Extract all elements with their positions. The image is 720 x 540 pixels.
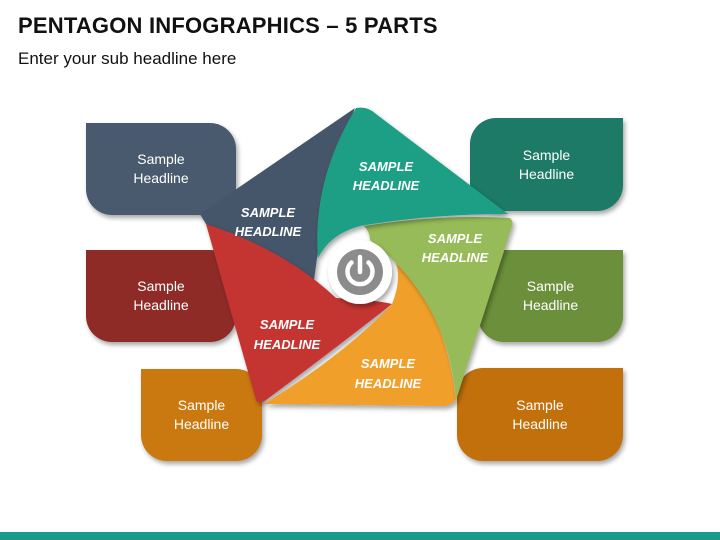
segment-label: HEADLINE (422, 250, 489, 265)
segment-label: SAMPLE (359, 159, 414, 174)
segment-label: HEADLINE (353, 178, 420, 193)
segment-label: SAMPLE (260, 317, 315, 332)
side-box-line1: Sample (137, 151, 185, 167)
bottom-accent-bar (0, 532, 720, 540)
page-title: PENTAGON INFOGRAPHICS – 5 PARTS (18, 13, 438, 38)
segment-label: HEADLINE (254, 337, 321, 352)
side-box-line1: Sample (516, 396, 564, 413)
pentagon-segment-teal (317, 107, 508, 258)
side-box-line2: Headline (173, 416, 230, 432)
side-box-line2: Headline (512, 415, 568, 432)
segment-label: HEADLINE (355, 376, 422, 391)
side-box-line1: Sample (177, 397, 226, 413)
pentagon-segment-red (206, 224, 392, 403)
side-box-line2: Headline (518, 165, 575, 182)
side-box-line1: Sample (522, 146, 571, 163)
power-icon (337, 249, 383, 295)
segment-label: HEADLINE (235, 224, 302, 239)
page-subtitle: Enter your sub headline here (18, 49, 237, 68)
side-box-line1: Sample (137, 278, 185, 294)
side-box-line2: Headline (133, 297, 189, 313)
side-box-line2: Headline (133, 170, 189, 186)
pentagon-segment-orange (264, 250, 456, 406)
segment-label: SAMPLE (241, 205, 296, 220)
segment-label: SAMPLE (428, 231, 483, 246)
pentagon-segment-green (364, 217, 513, 400)
side-box-line1: Sample (526, 278, 575, 294)
side-box-line2: Headline (522, 297, 579, 313)
segment-label: SAMPLE (361, 356, 416, 371)
